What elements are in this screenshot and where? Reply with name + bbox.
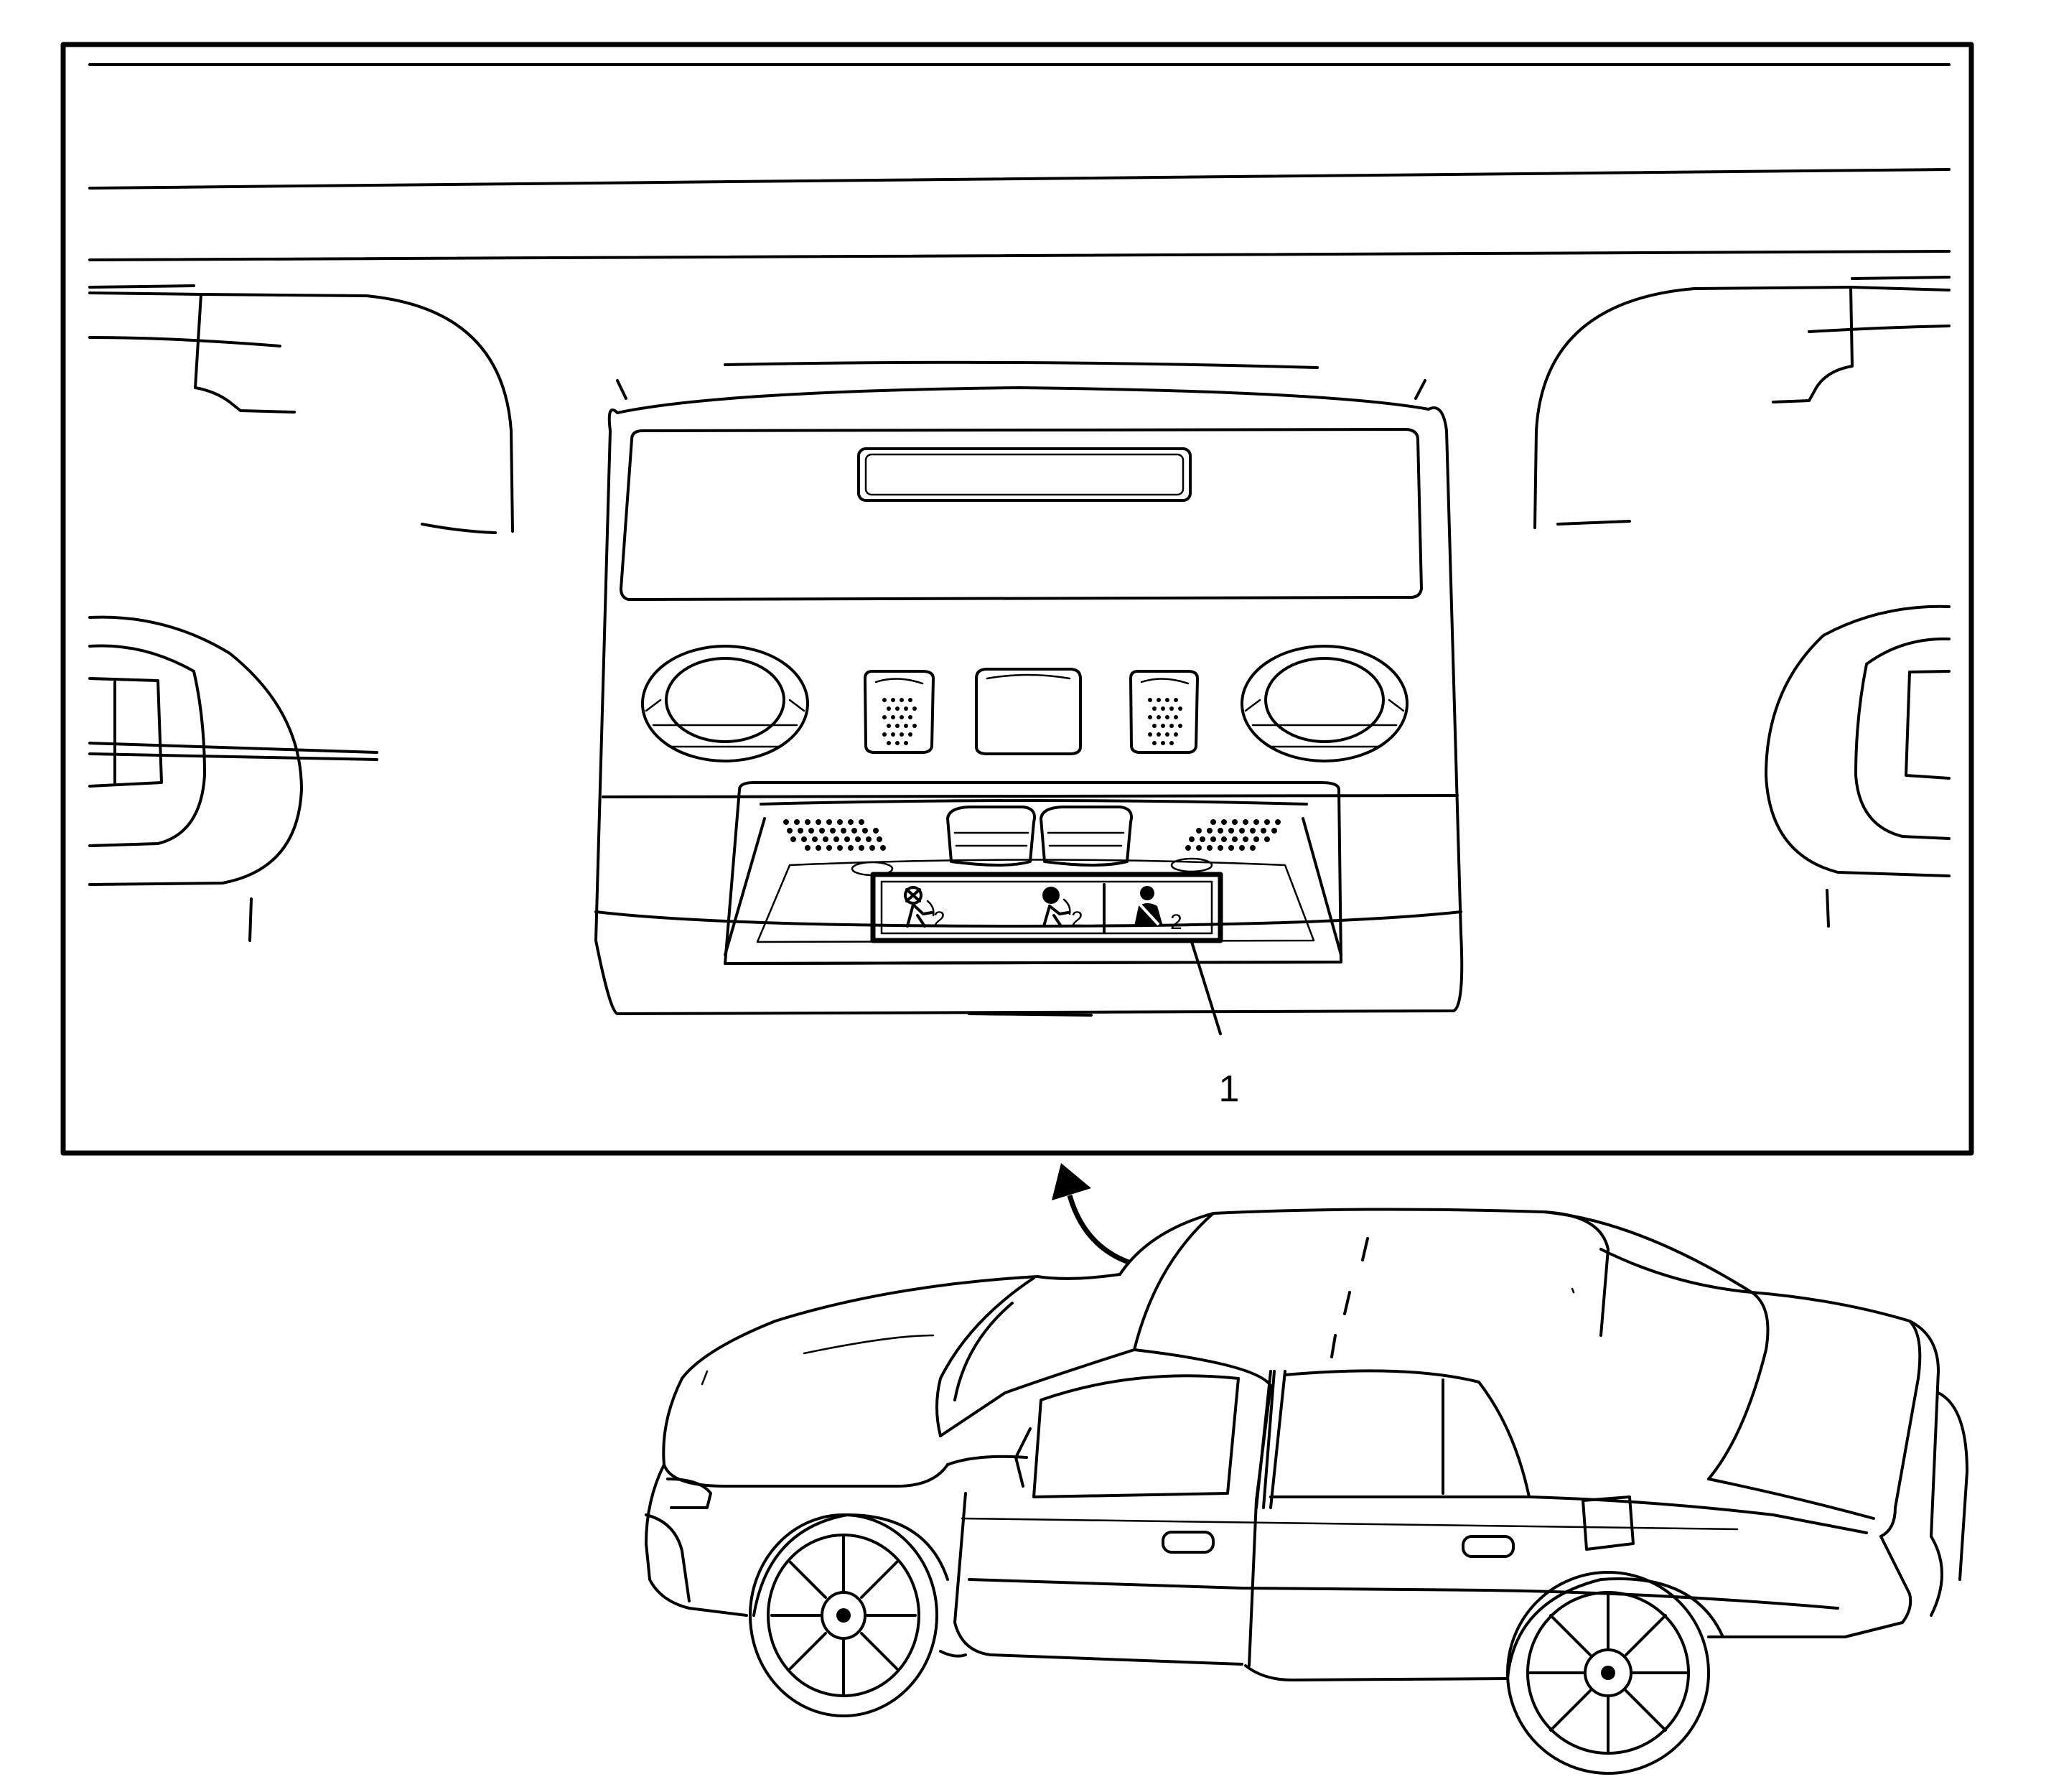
- right-microphone-grille: [1129, 670, 1199, 754]
- passenger-airbag-indicator-panel: 2 2 2: [870, 872, 1223, 943]
- rear-wheel: [1506, 1571, 1710, 1775]
- detail-view: 2 2 2 1: [60, 42, 1974, 1156]
- detail-frame: [60, 42, 1974, 1156]
- left-recess-grille: [783, 819, 886, 851]
- callout-1-label: 1: [1219, 1068, 1240, 1110]
- left-sun-visor: [88, 291, 514, 534]
- airbag-off-subscript: 2: [933, 907, 945, 931]
- view-arrow: [1052, 1163, 1130, 1265]
- callout-1: 1: [1190, 941, 1240, 1110]
- front-wheel: [749, 1513, 938, 1717]
- indicator-panel-frame: [870, 872, 1223, 943]
- headliner-lines: [88, 63, 1951, 289]
- info-display: [857, 447, 1192, 502]
- left-reading-lamp: [88, 615, 378, 942]
- lower-recess: [724, 781, 1342, 965]
- airbag-on-subscript: 2: [1071, 907, 1083, 931]
- left-microphone-grille: [864, 670, 935, 754]
- seatbelt-reminder-icon: [1134, 886, 1163, 926]
- right-recess-grille: [1185, 819, 1281, 851]
- left-round-knob: [641, 645, 809, 762]
- vehicle-illustration: [645, 1208, 1968, 1775]
- center-button: [975, 668, 1082, 755]
- overhead-console: [594, 360, 1464, 1017]
- map-lamps: [851, 806, 1213, 877]
- right-round-knob: [1241, 645, 1409, 762]
- passenger-airbag-off-icon: [904, 886, 935, 928]
- right-sun-visor: [1533, 286, 1951, 529]
- passenger-airbag-on-icon: [1042, 887, 1071, 928]
- right-reading-lamp: [1765, 605, 1951, 928]
- seatbelt-subscript: 2: [1170, 910, 1182, 934]
